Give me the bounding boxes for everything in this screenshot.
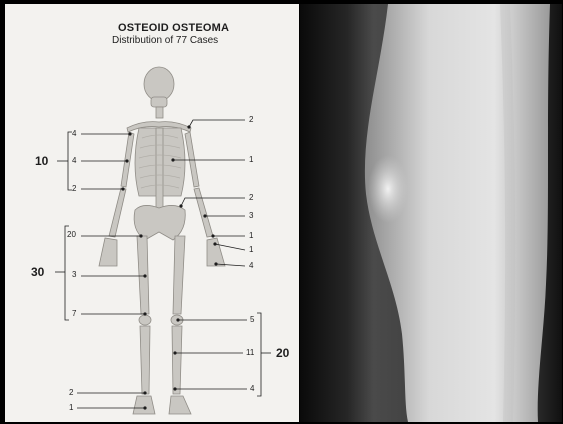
spine	[156, 128, 163, 214]
right-humerus	[185, 132, 199, 187]
radiograph-image	[300, 4, 562, 422]
label-ankle-right-count: 4	[250, 384, 254, 393]
fibula-shadow	[505, 4, 510, 422]
jaw	[151, 97, 167, 107]
skeleton-illustration	[5, 4, 299, 422]
group-total-leg: 20	[276, 346, 289, 360]
right-femur	[173, 236, 185, 314]
group-total-upper: 10	[35, 154, 48, 168]
left-forearm	[109, 188, 126, 237]
label-humerus-count: 4	[72, 156, 76, 165]
label-shoulder-count: 4	[72, 129, 76, 138]
label-knee-count: 7	[72, 309, 76, 318]
skeleton-bones	[99, 67, 225, 414]
skull	[144, 67, 174, 101]
label-clavicle-count: 2	[249, 115, 253, 124]
label-ankle-count: 2	[69, 388, 73, 397]
radiograph-panel	[300, 4, 562, 422]
label-carpal-count: 1	[249, 245, 253, 254]
label-forearm-count: 2	[72, 184, 76, 193]
right-foot	[169, 396, 191, 414]
label-hand-count: 4	[249, 261, 253, 270]
label-spine-count: 2	[249, 193, 253, 202]
label-ribs-count: 1	[249, 155, 253, 164]
lesion-nidus	[368, 155, 408, 223]
right-hand	[207, 238, 225, 266]
skeleton-diagram-panel: OSTEOID OSTEOMA Distribution of 77 Cases	[5, 4, 299, 422]
label-femur-count: 3	[72, 270, 76, 279]
group-total-lower: 30	[31, 265, 44, 279]
label-wrist-count: 1	[249, 231, 253, 240]
label-tibia-count: 11	[246, 348, 254, 357]
label-radius-count: 3	[249, 211, 253, 220]
right-forearm	[194, 188, 213, 237]
label-foot-count: 1	[69, 403, 73, 412]
left-hand	[99, 238, 117, 266]
left-knee	[139, 315, 151, 325]
neck-vertebrae	[156, 107, 163, 118]
left-femur	[137, 236, 149, 314]
left-tibia	[140, 326, 150, 394]
label-pelvis-count: 20	[67, 230, 76, 239]
left-foot	[133, 396, 155, 414]
right-tibia	[172, 326, 182, 394]
label-knee-right-count: 5	[250, 315, 254, 324]
